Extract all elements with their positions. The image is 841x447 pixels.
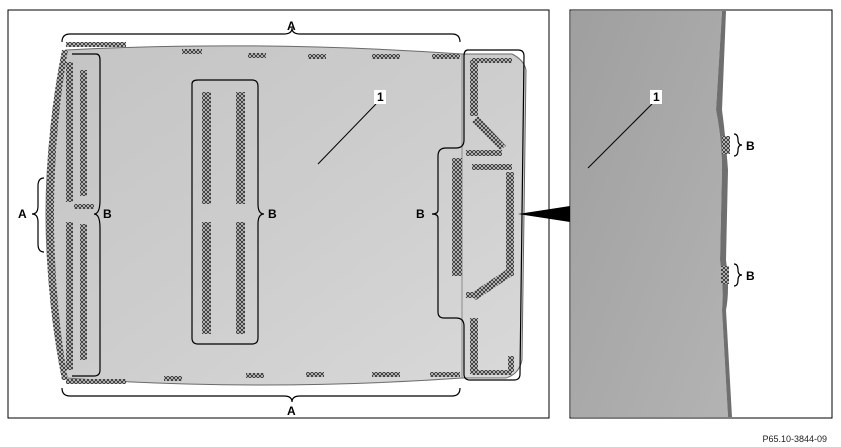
adhesive-bottom-edge (66, 372, 460, 384)
label-b-detail-lower: B (746, 269, 755, 283)
label-part-1-main: 1 (377, 90, 384, 104)
part-1-leader-main (317, 103, 377, 165)
label-b-detail-upper: B (746, 139, 755, 153)
top-a-bracket (61, 27, 461, 43)
label-b-center: B (268, 207, 277, 221)
detail-b-bracket-lower (733, 263, 743, 287)
bottom-a-bracket (61, 387, 461, 403)
adhesive-left-b-region (66, 62, 94, 370)
detail-b-bracket-upper (733, 133, 743, 157)
label-b-right: B (416, 207, 425, 221)
left-a-bracket (31, 177, 45, 253)
detail-edge-shadow (716, 11, 732, 417)
detail-headliner-section (571, 11, 728, 417)
rear-b-bracket (431, 49, 525, 381)
left-b-bracket (72, 53, 101, 377)
adhesive-left-edge (46, 50, 68, 380)
label-part-1-detail: 1 (653, 90, 660, 104)
center-b-bracket (191, 79, 265, 345)
label-a-bottom: A (287, 404, 296, 418)
adhesive-top-edge (66, 42, 460, 59)
adhesive-center-b-region (202, 92, 245, 334)
adhesive-rear-b-region (452, 58, 514, 375)
detail-adhesive-lower (721, 266, 729, 284)
detail-pointer (518, 206, 570, 222)
part-1-tag-main-box (374, 90, 386, 104)
detail-adhesive-upper (722, 136, 730, 154)
figure-id: P65.10-3844-09 (762, 434, 827, 444)
part-1-tag-detail-box (650, 90, 662, 104)
label-a-left: A (18, 207, 27, 221)
label-b-left: B (103, 207, 112, 221)
label-a-top: A (287, 19, 296, 33)
part-1-leader-detail (587, 103, 653, 169)
